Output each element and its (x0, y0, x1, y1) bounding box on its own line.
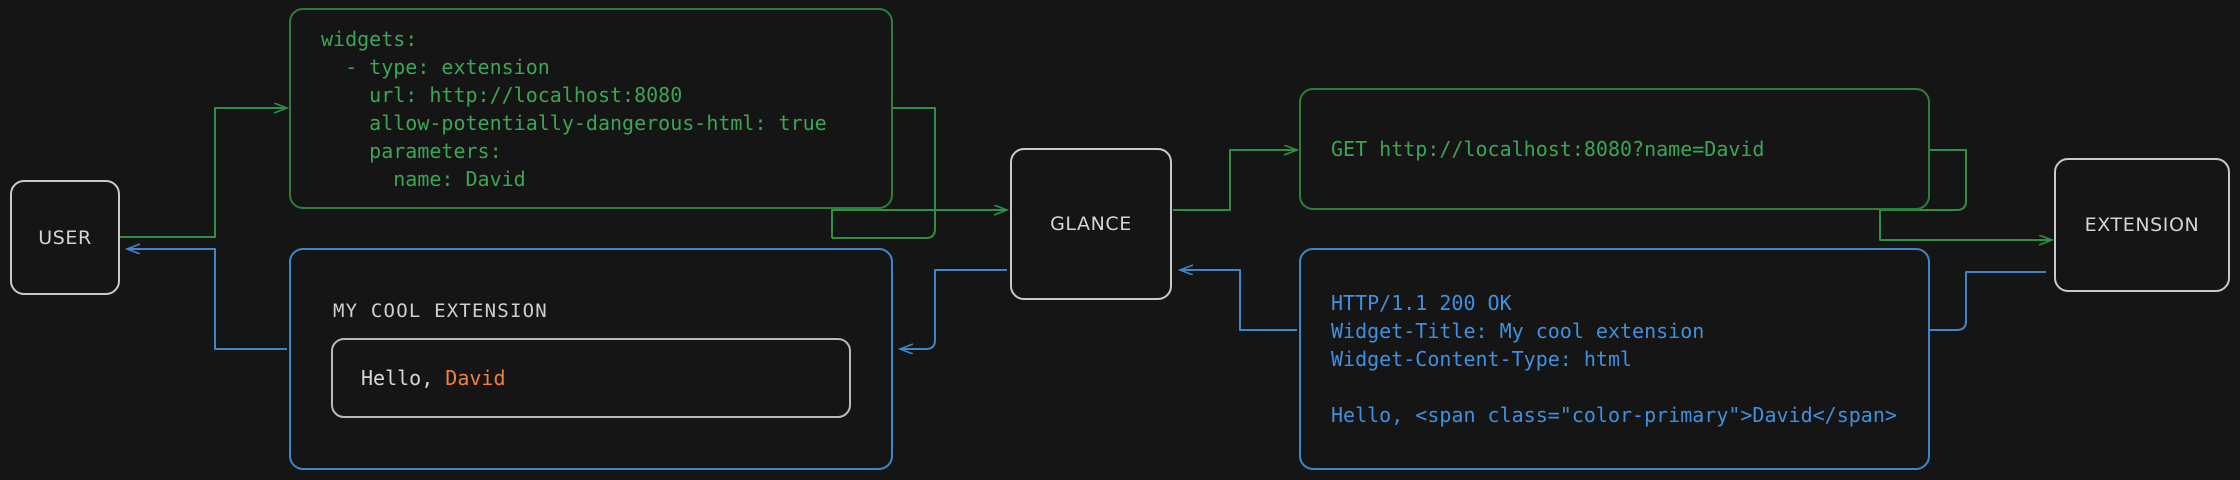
edge-rendered-widget-to-user (127, 249, 287, 350)
config-yaml-text: widgets: - type: extension url: http://l… (321, 26, 827, 191)
http-response-text: HTTP/1.1 200 OK Widget-Title: My cool ex… (1331, 291, 1897, 427)
node-extension[interactable]: EXTENSION (2054, 158, 2230, 292)
edge-user-to-config (120, 108, 287, 238)
node-user[interactable]: USER (10, 180, 120, 295)
edge-glance-to-request (1173, 150, 1297, 211)
bubble-rendered-widget[interactable]: MY COOL EXTENSION Hello, David (289, 248, 893, 470)
greeting-prefix: Hello, (361, 366, 446, 390)
node-glance[interactable]: GLANCE (1010, 148, 1172, 300)
bubble-config[interactable]: widgets: - type: extension url: http://l… (289, 8, 893, 209)
rendered-widget-card[interactable]: Hello, David (331, 338, 851, 418)
rendered-widget-greeting: Hello, David (361, 366, 821, 390)
bubble-http-request[interactable]: GET http://localhost:8080?name=David (1299, 88, 1930, 210)
node-extension-label: EXTENSION (2084, 214, 2200, 236)
edge-extension-to-response (1930, 271, 2046, 331)
edge-response-to-glance (1180, 270, 1297, 331)
node-user-label: USER (38, 226, 92, 249)
node-glance-label: GLANCE (1050, 213, 1132, 235)
bubble-http-response[interactable]: HTTP/1.1 200 OK Widget-Title: My cool ex… (1299, 248, 1930, 470)
edge-glance-to-rendered-widget (900, 269, 1007, 349)
rendered-widget-title: MY COOL EXTENSION (333, 300, 548, 322)
greeting-accent-name: David (445, 366, 506, 390)
http-request-text: GET http://localhost:8080?name=David (1331, 137, 1765, 161)
